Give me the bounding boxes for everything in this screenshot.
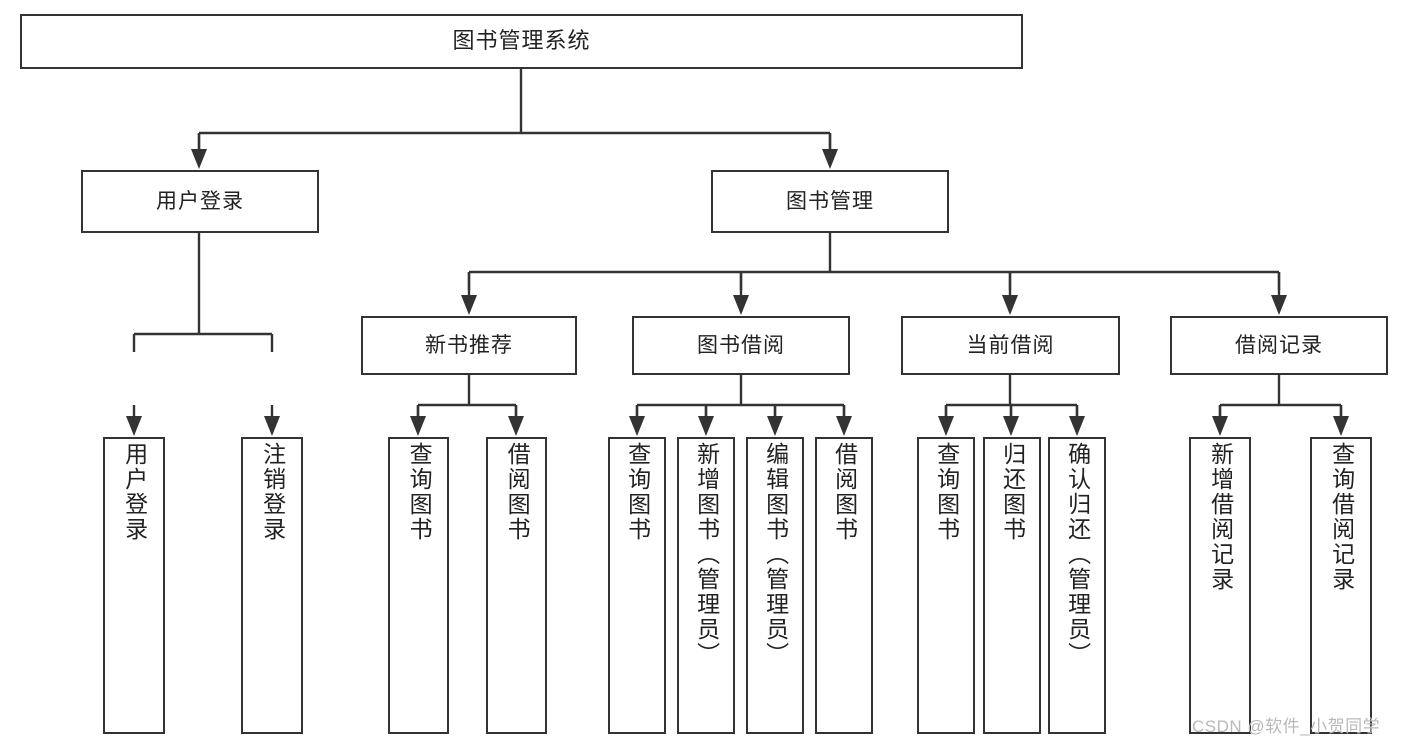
node-bookmgmt: 图书管理 <box>711 170 949 233</box>
node-leaf-query-book-3: 查询图书 <box>917 437 975 734</box>
node-leaf-add-book: 新增图书（管理员） <box>677 437 735 734</box>
arrow-head-18 <box>1333 416 1349 436</box>
arrow-head-8 <box>410 416 426 436</box>
node-label: 查询图书 <box>406 442 433 542</box>
arrow-head-11 <box>698 416 714 436</box>
node-login: 用户登录 <box>81 170 319 233</box>
node-leaf-query-book-2: 查询图书 <box>608 437 666 734</box>
node-records: 借阅记录 <box>1170 316 1388 375</box>
node-label: 当前借阅 <box>966 333 1055 357</box>
node-leaf-borrow-book-2: 借阅图书 <box>815 437 873 734</box>
arrow-head-14 <box>938 416 954 436</box>
node-label: 确认归还（管理员） <box>1064 442 1091 667</box>
node-label: 借阅图书 <box>831 442 858 542</box>
node-label: 图书借阅 <box>697 333 785 357</box>
node-leaf-query-record: 查询借阅记录 <box>1310 437 1372 734</box>
arrow-head-10 <box>629 416 645 436</box>
node-label: 新增图书（管理员） <box>693 442 720 667</box>
node-label: 归还图书 <box>999 442 1026 542</box>
arrow-head-12 <box>767 416 783 436</box>
node-leaf-user-login: 用户登录 <box>103 437 165 734</box>
node-leaf-confirm-return: 确认归还（管理员） <box>1048 437 1106 734</box>
arrow-head-2 <box>461 295 477 315</box>
node-borrow: 图书借阅 <box>632 316 850 375</box>
arrow-head-0 <box>191 149 207 169</box>
node-current: 当前借阅 <box>901 316 1120 375</box>
arrow-head-1 <box>822 149 838 169</box>
node-leaf-query-book-1: 查询图书 <box>388 437 449 734</box>
node-label: 借阅图书 <box>504 442 531 542</box>
arrow-head-7 <box>264 416 280 436</box>
node-label: 图书管理系统 <box>452 28 591 54</box>
node-root: 图书管理系统 <box>20 14 1023 69</box>
node-label: 用户登录 <box>121 442 148 542</box>
node-label: 图书管理 <box>786 189 874 213</box>
node-label: 新增借阅记录 <box>1207 442 1234 592</box>
arrow-head-5 <box>1271 295 1287 315</box>
arrow-head-9 <box>508 416 524 436</box>
arrow-head-16 <box>1069 416 1085 436</box>
node-label: 用户登录 <box>156 189 244 213</box>
node-label: 新书推荐 <box>425 333 513 357</box>
node-label: 借阅记录 <box>1235 333 1323 357</box>
node-label: 查询图书 <box>624 442 651 542</box>
node-leaf-edit-book: 编辑图书（管理员） <box>746 437 804 734</box>
arrow-head-4 <box>1002 295 1018 315</box>
node-leaf-add-record: 新增借阅记录 <box>1189 437 1251 734</box>
node-label: 查询图书 <box>933 442 960 542</box>
arrow-head-13 <box>836 416 852 436</box>
arrow-head-15 <box>1003 416 1019 436</box>
node-leaf-return-book: 归还图书 <box>983 437 1041 734</box>
node-label: 编辑图书（管理员） <box>762 442 789 667</box>
node-newbook: 新书推荐 <box>361 316 577 375</box>
node-leaf-borrow-book-1: 借阅图书 <box>486 437 547 734</box>
arrow-head-17 <box>1212 416 1228 436</box>
arrow-head-6 <box>126 416 142 436</box>
node-label: 注销登录 <box>259 442 286 542</box>
watermark-label: CSDN @软件_小贺同学 <box>1192 717 1381 736</box>
node-label: 查询借阅记录 <box>1328 442 1355 592</box>
arrow-head-3 <box>733 295 749 315</box>
node-leaf-logout: 注销登录 <box>241 437 303 734</box>
